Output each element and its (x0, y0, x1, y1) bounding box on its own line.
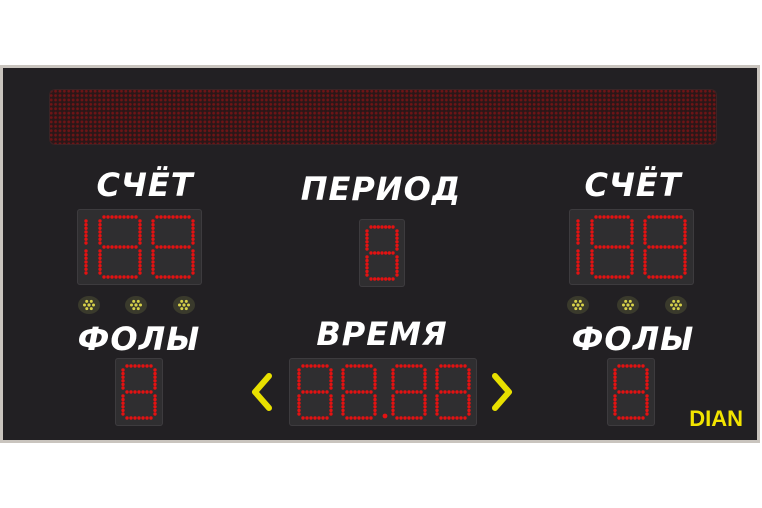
home-fouls-label: ФОЛЫ (77, 320, 201, 358)
clock-digit-min-tens (295, 362, 335, 422)
guest-possession-lamp-3 (665, 296, 687, 314)
guest-fouls-digit (611, 362, 651, 422)
guest-possession-lamp-2 (617, 296, 639, 314)
home-score-digit-units (149, 213, 197, 281)
guest-score-label: СЧЁТ (584, 166, 682, 204)
home-fouls-panel (115, 358, 163, 426)
clock-digit-min-units (339, 362, 379, 422)
home-possession-lamp-2 (125, 296, 147, 314)
arrow-left-icon (249, 372, 275, 417)
time-label: ВРЕМЯ (316, 315, 448, 353)
guest-fouls-panel (607, 358, 655, 426)
home-score-digit-hundreds (80, 213, 92, 281)
guest-fouls-label: ФОЛЫ (571, 320, 695, 358)
arrow-right-icon (489, 372, 515, 417)
home-possession-lamp-3 (173, 296, 195, 314)
clock-digit-sec-units (433, 362, 473, 422)
led-matrix-display (49, 89, 717, 145)
home-score-label: СЧЁТ (96, 166, 194, 204)
guest-possession-lamp-1 (567, 296, 589, 314)
guest-score-panel (569, 209, 694, 285)
brand-logo: DIAN (689, 406, 743, 431)
period-label: ПЕРИОД (300, 170, 462, 208)
clock-separator-dot (381, 362, 389, 422)
guest-score-digit-tens (588, 213, 636, 281)
scoreboard: СЧЁТ ФОЛЫ ПЕРИОД ВРЕМЯ (0, 65, 760, 443)
period-panel (359, 219, 405, 287)
clock-digit-sec-tens (389, 362, 429, 422)
home-possession-lamp-1 (78, 296, 100, 314)
home-fouls-digit (119, 362, 159, 422)
guest-score-digit-units (641, 213, 689, 281)
game-clock-panel (289, 358, 477, 426)
home-score-panel (77, 209, 202, 285)
period-digit (363, 223, 401, 283)
home-score-digit-tens (96, 213, 144, 281)
guest-score-digit-hundreds (572, 213, 584, 281)
